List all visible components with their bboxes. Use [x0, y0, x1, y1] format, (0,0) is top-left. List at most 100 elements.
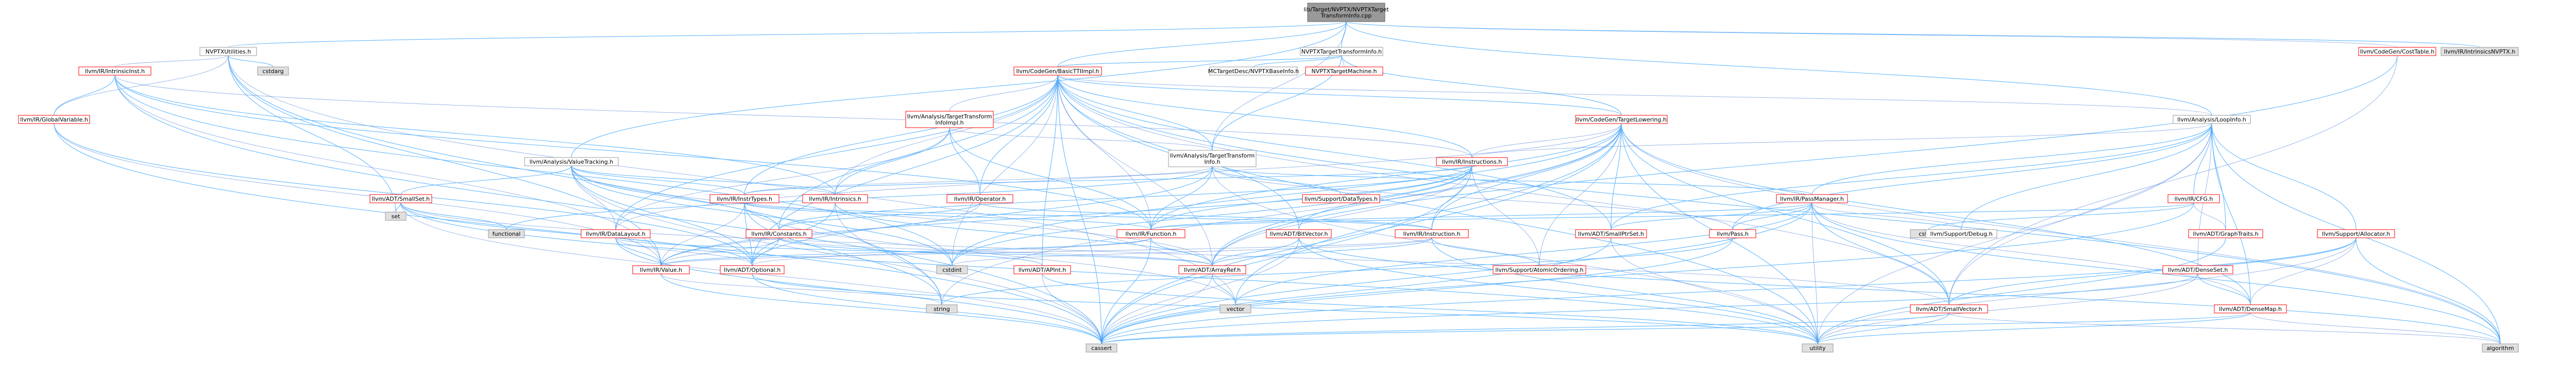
node-label: llvm/ADT/SmallPtrSet.h: [1578, 231, 1644, 237]
node-graphtraits[interactable]: llvm/ADT/GraphTraits.h: [2188, 229, 2263, 238]
edge-densemap-to-cassert: [1101, 312, 2251, 344]
node-label: llvm/Pass.h: [1717, 231, 1749, 237]
node-constants[interactable]: llvm/IR/Constants.h: [745, 229, 812, 238]
edge-pass-to-cassert: [1101, 237, 1733, 344]
node-box: [257, 66, 289, 76]
node-nvptxtargetmachine[interactable]: NVPTXTargetMachine.h: [1305, 66, 1383, 76]
edge-densemapinfo-to-cassert: [1101, 273, 2198, 344]
node-operator[interactable]: llvm/IR/Operator.h: [946, 194, 1013, 203]
node-cstdint[interactable]: cstdint: [936, 265, 968, 274]
node-label: InfoImpl.h: [935, 119, 963, 126]
node-cstdarg[interactable]: cstdarg: [257, 66, 289, 76]
node-utility[interactable]: utility: [1802, 343, 1834, 353]
node-box: [1266, 229, 1332, 238]
edge-loopinfo-to-supportdebug: [1961, 123, 2212, 230]
edge-valuetracking-to-arrayref: [571, 165, 1213, 266]
node-intrinsicinst[interactable]: llvm/IR/IntrinsicInst.h: [78, 66, 151, 76]
node-label: llvm/IR/IntrinsicInst.h: [85, 68, 145, 75]
node-box: [936, 265, 968, 274]
node-codegentargetlowering[interactable]: llvm/CodeGen/TargetLowering.h: [1575, 115, 1668, 124]
edge-basicttiimpl-to-smallvector: [1057, 75, 1950, 305]
node-loopinfo[interactable]: llvm/Analysis/LoopInfo.h: [2173, 115, 2251, 124]
edge-optional-to-utility: [752, 273, 1818, 344]
node-densemapinfo[interactable]: llvm/ADT/DenseSet.h: [2162, 265, 2233, 274]
node-instructions[interactable]: llvm/IR/Instructions.h: [1436, 157, 1508, 166]
node-value[interactable]: llvm/IR/Value.h: [632, 265, 690, 274]
node-label: llvm/IR/Operator.h: [954, 196, 1006, 202]
node-analysistti[interactable]: llvm/Analysis/TargetTransformInfo.h: [1168, 150, 1257, 167]
edge-analysisttiimpl-to-datalayout: [615, 127, 950, 230]
node-atomicordering[interactable]: llvm/Support/AtomicOrdering.h: [1493, 265, 1586, 274]
node-nvptxtti[interactable]: NVPTXTargetTransformInfo.h: [1300, 47, 1383, 56]
node-string[interactable]: string: [926, 304, 958, 314]
edge-basicttiimpl-to-arrayref: [1057, 75, 1213, 266]
edge-root-to-valuetracking: [571, 21, 1347, 158]
node-valuetracking[interactable]: llvm/Analysis/ValueTracking.h: [524, 157, 619, 166]
node-functional[interactable]: functional: [488, 229, 525, 238]
edge-nvptxtti-to-mctargetdesc: [1253, 55, 1342, 67]
node-supportallocator[interactable]: llvm/Support/Allocator.h: [2317, 229, 2395, 238]
node-label: llvm/ADT/SmallSet.h: [372, 196, 430, 202]
node-root[interactable]: lib/Target/NVPTX/NVPTXTargetTransformInf…: [1303, 3, 1389, 22]
node-label: llvm/ADT/APInt.h: [1019, 267, 1066, 273]
node-arrayref[interactable]: llvm/ADT/ArrayRef.h: [1178, 265, 1246, 274]
node-label: llvm/ADT/DenseMap.h: [2219, 306, 2282, 312]
edge-passmanager-to-supportdebug: [1811, 202, 1962, 230]
node-optional[interactable]: llvm/ADT/Optional.h: [720, 265, 785, 274]
edge-function-to-cassert: [1101, 237, 1151, 344]
node-vector[interactable]: vector: [1219, 304, 1251, 314]
node-passmanager[interactable]: llvm/IR/PassManager.h: [1776, 194, 1848, 203]
node-box: [1116, 229, 1185, 238]
edge-codegentargetlowering-to-instructions: [1471, 123, 1622, 158]
node-apint[interactable]: llvm/ADT/APInt.h: [1013, 265, 1071, 274]
node-nvptxutilities[interactable]: NVPTXUtilities.h: [199, 47, 257, 56]
node-supportdebug[interactable]: llvm/Support/Debug.h: [1925, 229, 1997, 238]
edge-intrinsicinst-to-intrinsics: [114, 75, 836, 195]
node-basicttiimpl[interactable]: llvm/CodeGen/BasicTTIImpl.h: [1013, 66, 1102, 76]
edge-densemap-to-algorithm: [2250, 312, 2501, 344]
edge-datalayout-to-optional: [615, 237, 753, 266]
node-supportdatatypes[interactable]: llvm/Support/DataTypes.h: [1302, 194, 1380, 203]
edge-nvptxtti-to-basicttiimpl: [1057, 55, 1342, 67]
edge-densemap-to-utility: [1817, 312, 2251, 344]
node-label: llvm/IR/IntrinsicsNVPTX.h: [2444, 48, 2515, 55]
node-pass[interactable]: llvm/Pass.h: [1709, 229, 1756, 238]
edge-codegentargetlowering-to-vector: [1235, 123, 1622, 305]
edge-analysisttiimpl-to-analysistti: [949, 127, 1213, 151]
node-cassert[interactable]: cassert: [1086, 343, 1117, 353]
edge-analysistti-to-utility: [1212, 166, 1818, 344]
node-bitvector[interactable]: llvm/ADT/BitVector.h: [1266, 229, 1332, 238]
edge-densemapinfo-to-densemap: [2197, 273, 2251, 305]
node-function[interactable]: llvm/IR/Function.h: [1116, 229, 1185, 238]
node-mctargetdesc[interactable]: MCTargetDesc/NVPTXBaseInfo.h: [1208, 66, 1299, 76]
node-instrtypes[interactable]: llvm/IR/InstrTypes.h: [709, 194, 779, 203]
node-intrinsicsnvptx[interactable]: llvm/IR/IntrinsicsNVPTX.h: [2441, 47, 2519, 56]
node-label: llvm/IR/Function.h: [1126, 231, 1177, 237]
edge-nvptxutilities-to-globalvariable: [54, 55, 229, 116]
node-smallptrset[interactable]: llvm/ADT/SmallPtrSet.h: [1575, 229, 1647, 238]
edge-valuetracking-to-instrtypes: [571, 165, 745, 195]
node-algorithm[interactable]: algorithm: [2482, 343, 2519, 353]
node-label: string: [934, 306, 950, 312]
node-set[interactable]: set: [385, 212, 406, 221]
node-datalayout[interactable]: llvm/IR/DataLayout.h: [581, 229, 651, 238]
node-densemap[interactable]: llvm/ADT/DenseMap.h: [2214, 304, 2287, 314]
edge-cfg-to-function: [1150, 202, 2194, 230]
node-codegencosttable[interactable]: llvm/CodeGen/CostTable.h: [2358, 47, 2436, 56]
node-label: cstdint: [942, 267, 962, 273]
edge-supportallocator-to-densemap: [2250, 237, 2357, 305]
node-instruction[interactable]: llvm/IR/Instruction.h: [1395, 229, 1469, 238]
node-cfg[interactable]: llvm/IR/CFG.h: [2167, 194, 2220, 203]
node-box: [1493, 265, 1586, 274]
node-smallset[interactable]: llvm/ADT/SmallSet.h: [369, 194, 432, 203]
edge-cfg-to-cassert: [1101, 202, 2194, 344]
edge-basicttiimpl-to-instructions: [1057, 75, 1472, 158]
node-smallvector[interactable]: llvm/ADT/SmallVector.h: [1910, 304, 1988, 314]
node-box: [2173, 115, 2251, 124]
node-globalvariable[interactable]: llvm/IR/GlobalVariable.h: [18, 115, 90, 124]
node-intrinsics[interactable]: llvm/IR/Intrinsics.h: [802, 194, 868, 203]
edge-analysistti-to-pass: [1212, 166, 1733, 230]
node-label: llvm/ADT/ArrayRef.h: [1184, 267, 1241, 273]
